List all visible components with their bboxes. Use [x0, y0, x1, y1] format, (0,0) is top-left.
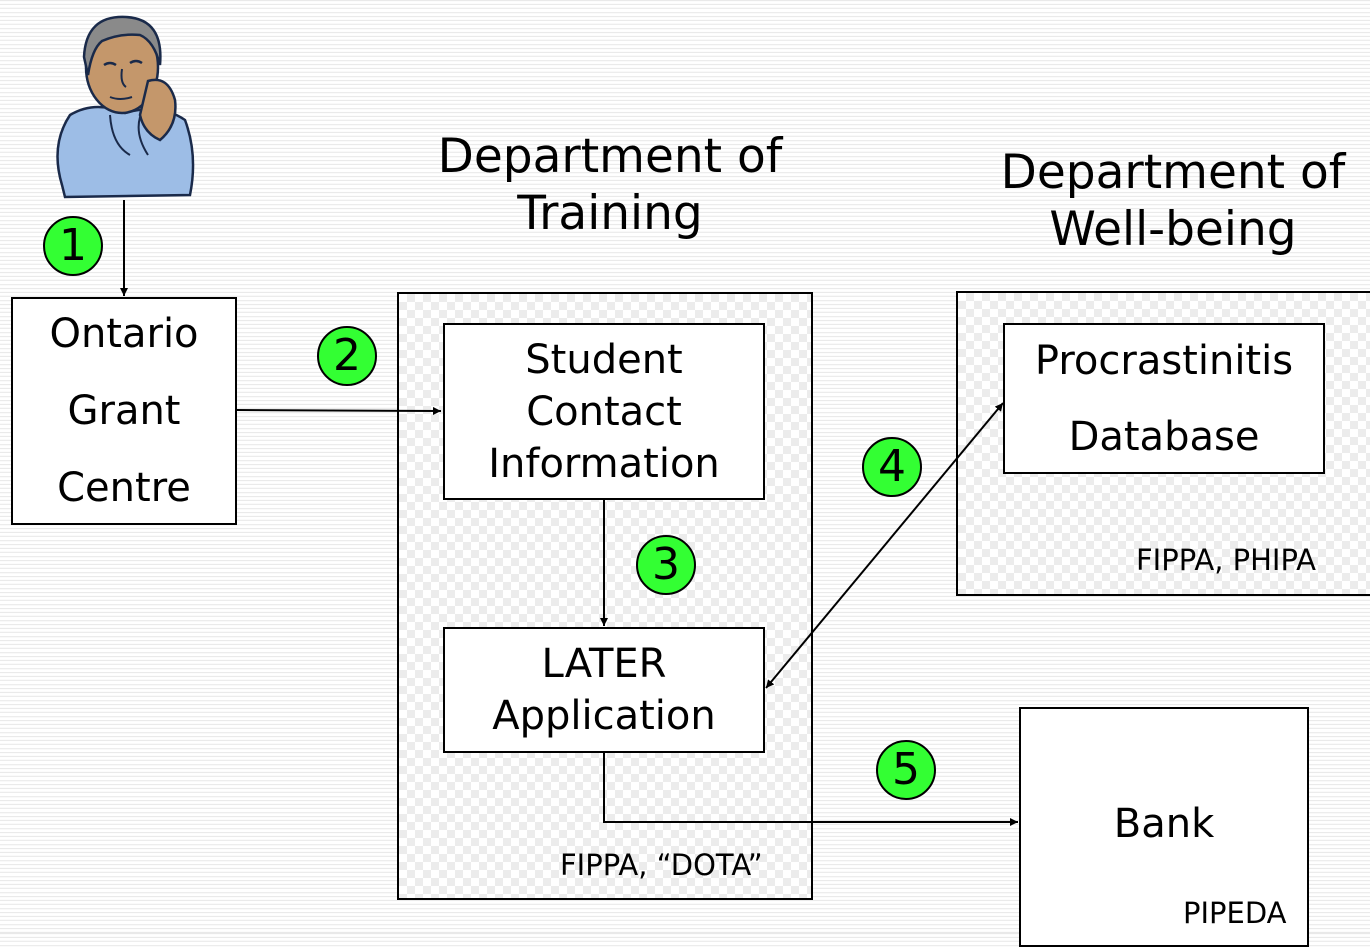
step-badge-4: 4: [862, 437, 922, 497]
step-badge-1: 1: [43, 216, 103, 276]
later-line-1: LATER: [541, 641, 667, 687]
ontario-line-2: Grant: [67, 387, 181, 434]
department-training-title: Department of Training: [437, 129, 783, 241]
node-bank: Bank: [1019, 707, 1309, 947]
arrow-ontario-to-student: [235, 406, 442, 415]
department-wellbeing-title: Department of Well-being: [1000, 145, 1346, 257]
ontario-line-3: Centre: [57, 464, 191, 511]
later-line-2: Application: [492, 693, 716, 739]
wellbeing-law-label: FIPPA, PHIPA: [1136, 543, 1316, 577]
arrow-later-to-bank: [603, 752, 1018, 826]
step-badge-3: 3: [636, 535, 696, 595]
student-line-2: Contact: [526, 388, 682, 435]
step-badge-2: 2: [317, 326, 377, 386]
student-line-1: Student: [525, 336, 683, 383]
student-line-3: Information: [488, 440, 720, 487]
training-law-label: FIPPA, “DOTA”: [560, 848, 763, 882]
node-ontario-grant-centre: Ontario Grant Centre: [11, 297, 237, 525]
arrow-later-procrast-bidirectional: [765, 402, 1004, 689]
ontario-line-1: Ontario: [49, 310, 199, 357]
thinking-person-illustration: [56, 15, 195, 199]
bank-law-label: PIPEDA: [1183, 896, 1287, 930]
procrast-line-1: Procrastinitis: [1034, 337, 1294, 384]
node-procrastinitis-database: Procrastinitis Database: [1003, 323, 1325, 474]
step-badge-5: 5: [876, 740, 936, 800]
procrast-line-2: Database: [1068, 413, 1260, 460]
bank-label: Bank: [1113, 801, 1215, 847]
node-student-contact-information: Student Contact Information: [443, 323, 765, 500]
node-later-application: LATER Application: [443, 627, 765, 753]
